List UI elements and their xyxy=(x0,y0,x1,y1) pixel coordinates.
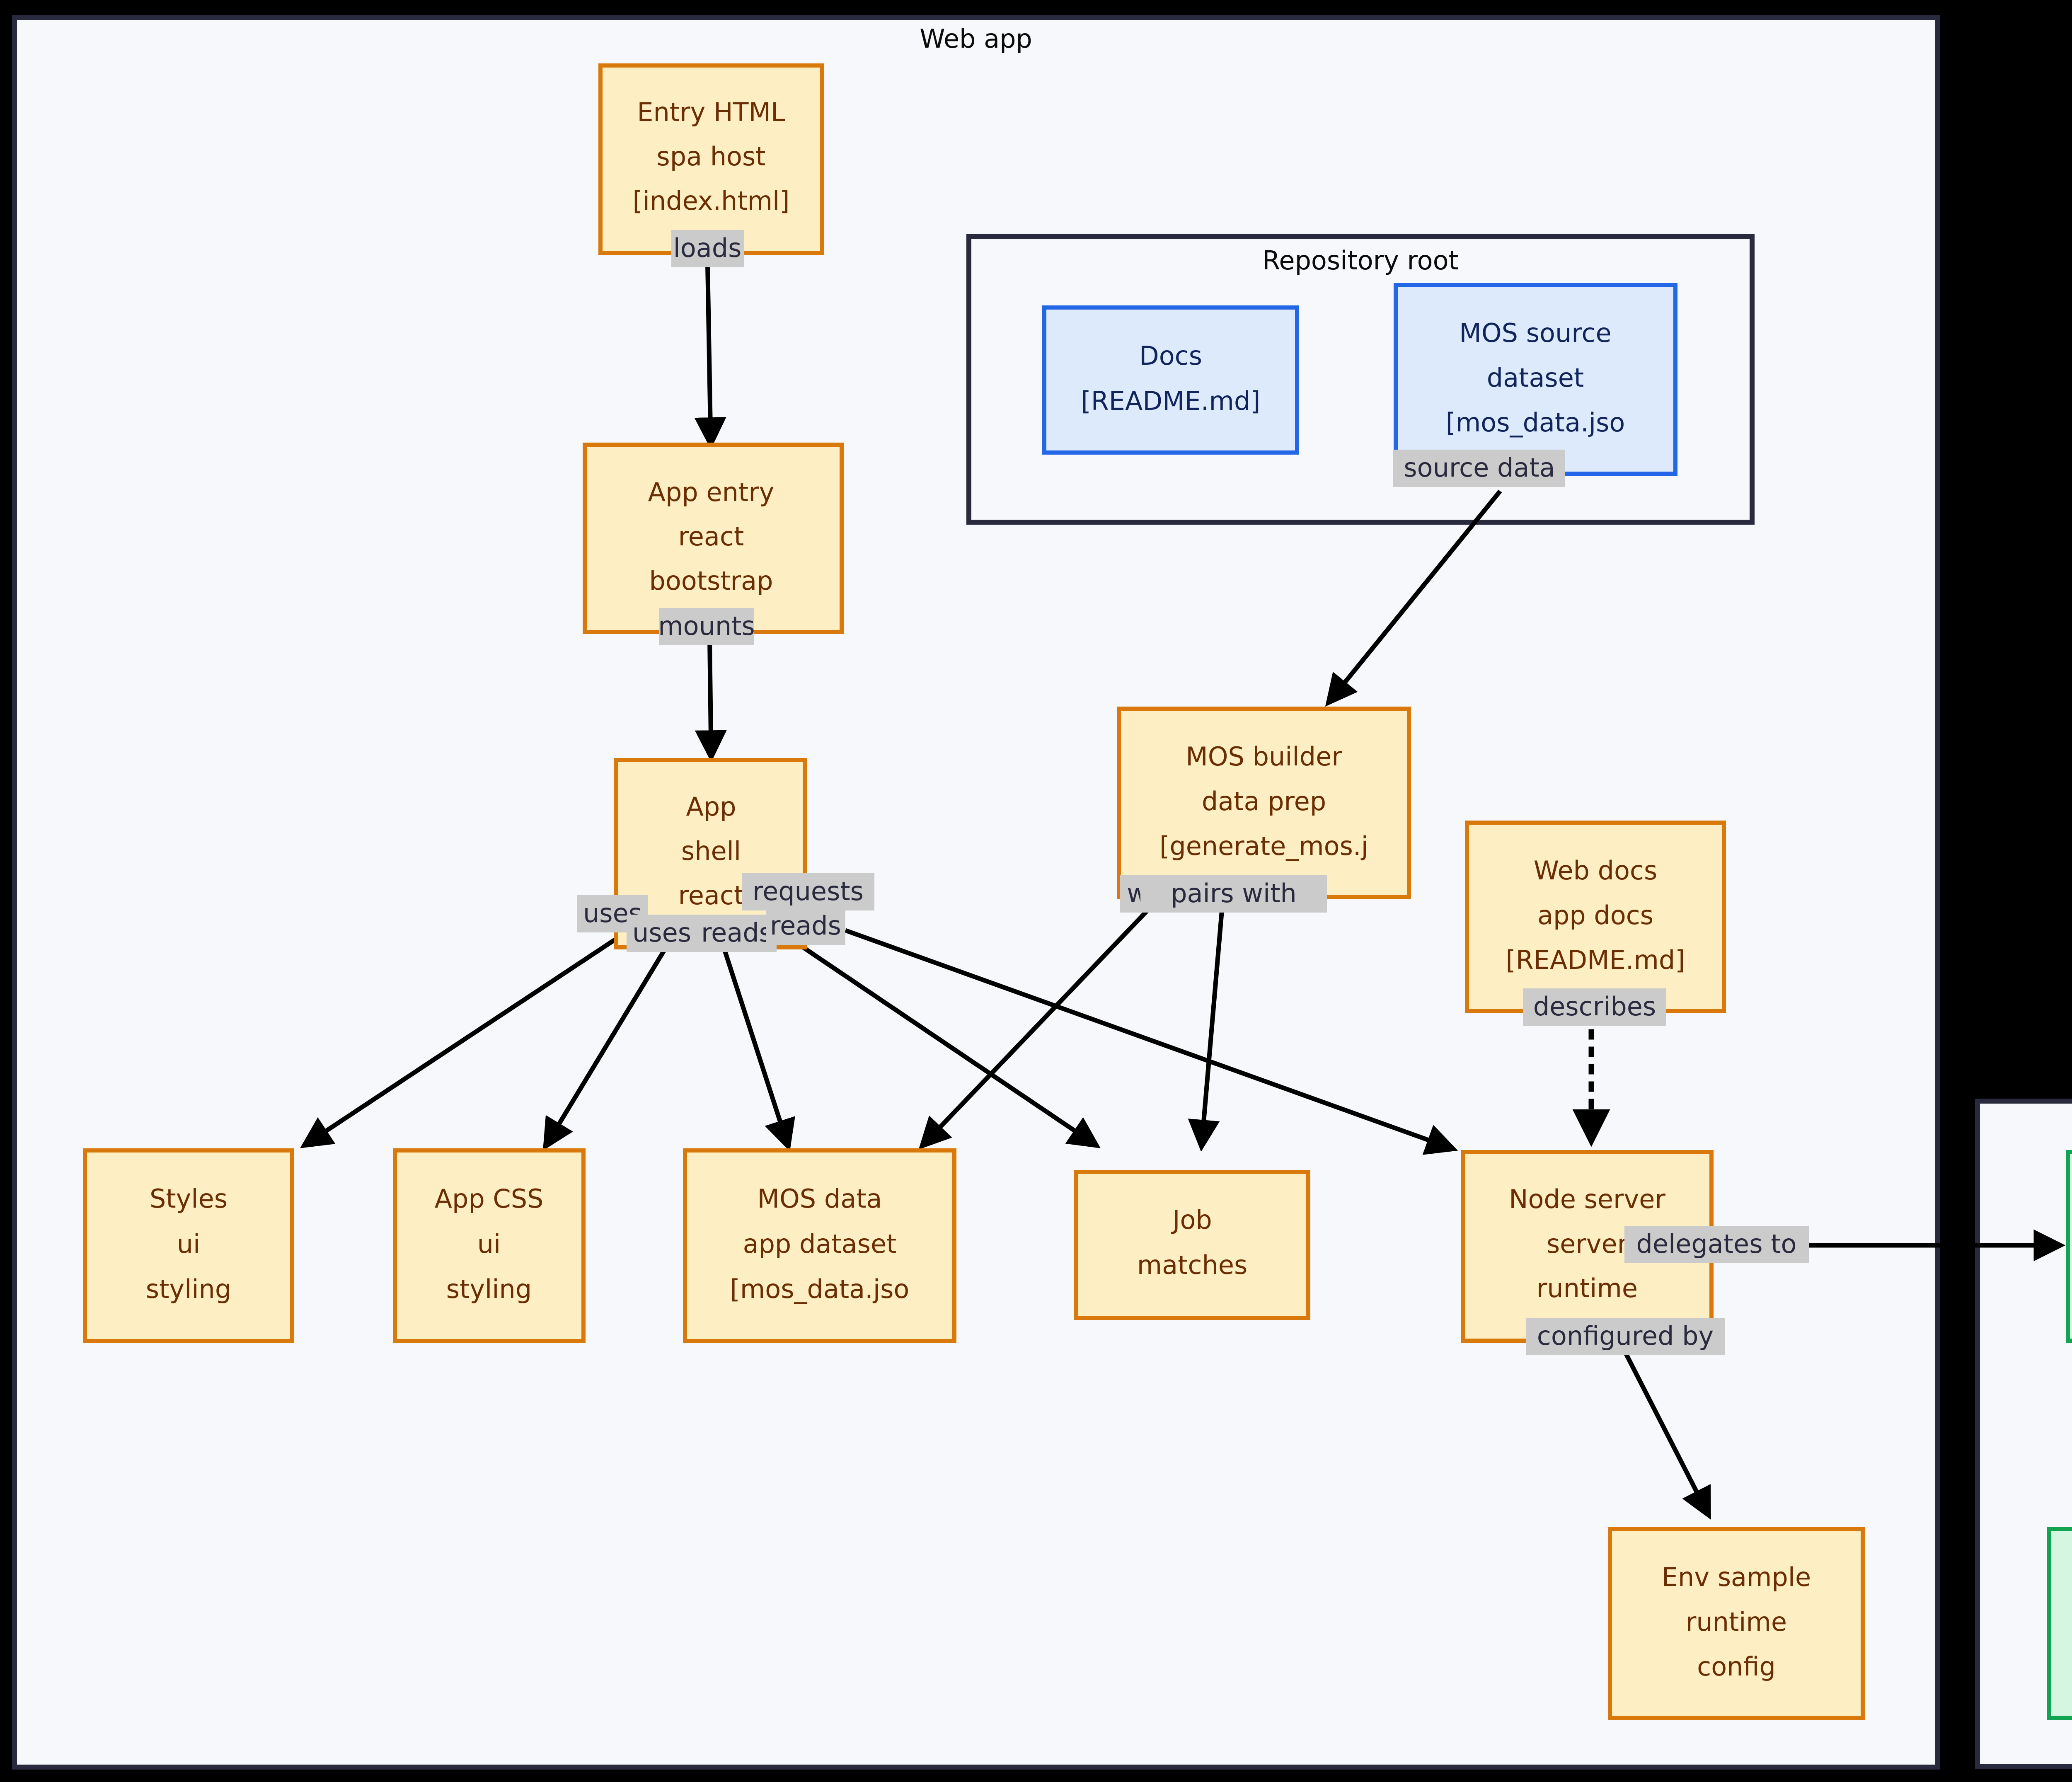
edge-label-configured-by-text: configured by xyxy=(1537,1321,1714,1351)
edge-label-pairs-with-text: pairs with xyxy=(1171,878,1297,908)
edge-label-mounts: mounts xyxy=(658,608,755,645)
node-mos-source-line-0: MOS source xyxy=(1459,318,1611,348)
edge-label-mounts-text: mounts xyxy=(658,611,755,641)
cluster-web-app-title: Web app xyxy=(920,24,1032,54)
node-node-server-line-2: runtime xyxy=(1537,1273,1638,1303)
edge-requests xyxy=(845,928,1458,1155)
edge-configured-by xyxy=(1618,1341,1711,1520)
node-app-entry-line-0: App entry xyxy=(648,477,775,507)
edge-label-source-data: source data xyxy=(1393,450,1565,487)
node-web-docs-line-1: app docs xyxy=(1537,900,1653,930)
node-mos-source[interactable]: MOS source dataset [mos_data.jso xyxy=(1394,283,1677,476)
edge-label-configured-by: configured by xyxy=(1526,1318,1725,1355)
node-resume-api[interactable]: Resume API ai adapter [resumeApi.mj xyxy=(2066,1150,2072,1343)
node-styles[interactable]: Styles ui styling xyxy=(83,1148,294,1343)
edge-label-reads-jobs-text: reads xyxy=(770,910,841,941)
node-mos-builder-line-0: MOS builder xyxy=(1186,741,1342,772)
edge-label-reads-mosdata: reads xyxy=(697,915,777,952)
edge-reads-jobs xyxy=(773,926,1101,1148)
node-app-css-line-2: styling xyxy=(446,1274,532,1304)
edge-reads-mosdata xyxy=(718,936,795,1152)
edge-writes-mosdata xyxy=(918,900,1158,1150)
node-entry-html-line-2: [index.html] xyxy=(633,186,790,216)
edge-label-reads-mosdata-text: reads xyxy=(701,918,772,948)
node-entry-html-line-0: Entry HTML xyxy=(637,97,785,127)
node-docs[interactable]: Docs [README.md] xyxy=(1042,305,1299,455)
node-app-shell-line-0: App xyxy=(686,792,736,822)
node-app-shell-line-1: shell xyxy=(681,836,741,866)
node-app-entry-line-2: bootstrap xyxy=(649,566,773,596)
edge-label-delegates-to-text: delegates to xyxy=(1636,1229,1797,1259)
node-mos-builder-line-2: [generate_mos.j xyxy=(1159,831,1368,861)
node-app-entry-line-1: react xyxy=(678,521,744,552)
node-entry-html[interactable]: Entry HTML spa host [index.html] xyxy=(598,63,824,255)
edge-label-source-data-text: source data xyxy=(1404,453,1555,483)
edge-label-reads-jobs: reads xyxy=(766,908,845,945)
edge-uses-appcss xyxy=(543,933,676,1151)
node-app-css-line-1: ui xyxy=(477,1229,501,1259)
node-env-sample[interactable]: Env sample runtime config xyxy=(1608,1527,1865,1720)
node-web-docs[interactable]: Web docs app docs [README.md] xyxy=(1465,821,1726,1013)
cluster-repository-root-title: Repository root xyxy=(1262,245,1459,276)
edge-label-loads: loads xyxy=(671,230,744,267)
node-docs-line-1: [README.md] xyxy=(1081,386,1261,416)
node-web-docs-line-2: [README.md] xyxy=(1506,945,1685,975)
node-mos-builder[interactable]: MOS builder data prep [generate_mos.j xyxy=(1117,707,1411,899)
node-styles-line-2: styling xyxy=(146,1274,231,1304)
node-job-matches[interactable]: Job matches xyxy=(1074,1170,1310,1320)
node-mos-data-line-0: MOS data xyxy=(757,1184,882,1214)
node-entry-html-line-1: spa host xyxy=(656,141,765,172)
edge-label-describes-text: describes xyxy=(1533,991,1656,1022)
edge-uses-styles xyxy=(300,920,643,1148)
node-web-docs-line-0: Web docs xyxy=(1534,855,1658,886)
edge-label-loads-text: loads xyxy=(673,233,742,263)
node-app-css-line-0: App CSS xyxy=(435,1184,544,1214)
edge-pairs-with xyxy=(1188,903,1225,1152)
node-app-entry[interactable]: App entry react bootstrap xyxy=(583,443,844,634)
edge-label-requests: requests xyxy=(742,873,874,910)
node-docs-line-0: Docs xyxy=(1139,341,1202,371)
node-env-sample-line-1: runtime xyxy=(1686,1607,1787,1637)
node-mos-data-line-2: [mos_data.jso xyxy=(730,1274,910,1304)
edge-label-pairs-with: pairs with xyxy=(1140,875,1327,913)
edge-label-delegates-to: delegates to xyxy=(1624,1226,1809,1263)
node-styles-line-1: ui xyxy=(177,1229,201,1259)
node-env-sample-line-0: Env sample xyxy=(1662,1562,1811,1592)
edge-label-requests-text: requests xyxy=(753,876,864,906)
node-app-shell-line-2: react xyxy=(678,880,744,910)
node-job-matches-line-0: Job xyxy=(1171,1205,1212,1235)
node-mos-data[interactable]: MOS data app dataset [mos_data.jso xyxy=(683,1148,956,1343)
edge-label-describes: describes xyxy=(1523,988,1666,1026)
node-app-shell[interactable]: App shell react xyxy=(614,758,807,949)
edge-label-uses-appcss: uses xyxy=(627,915,697,952)
node-node-server-line-1: server xyxy=(1547,1229,1628,1259)
edge-loads xyxy=(694,252,726,450)
edge-label-uses-appcss-text: uses xyxy=(632,918,691,948)
node-env-sample-line-2: config xyxy=(1697,1651,1776,1682)
node-mos-source-line-2: [mos_data.jso xyxy=(1446,407,1625,438)
node-job-matches-line-1: matches xyxy=(1137,1250,1248,1280)
node-mos-data-line-1: app dataset xyxy=(743,1229,897,1259)
node-resume-prompt[interactable]: Resume prompt prompt template [resumePro… xyxy=(2047,1527,2072,1720)
node-mos-source-line-1: dataset xyxy=(1487,363,1584,393)
node-app-css[interactable]: App CSS ui styling xyxy=(393,1148,586,1343)
node-mos-builder-line-1: data prep xyxy=(1202,786,1326,816)
node-node-server-line-0: Node server xyxy=(1509,1184,1665,1214)
node-styles-line-0: Styles xyxy=(150,1184,228,1214)
edge-source-data xyxy=(1325,489,1502,707)
